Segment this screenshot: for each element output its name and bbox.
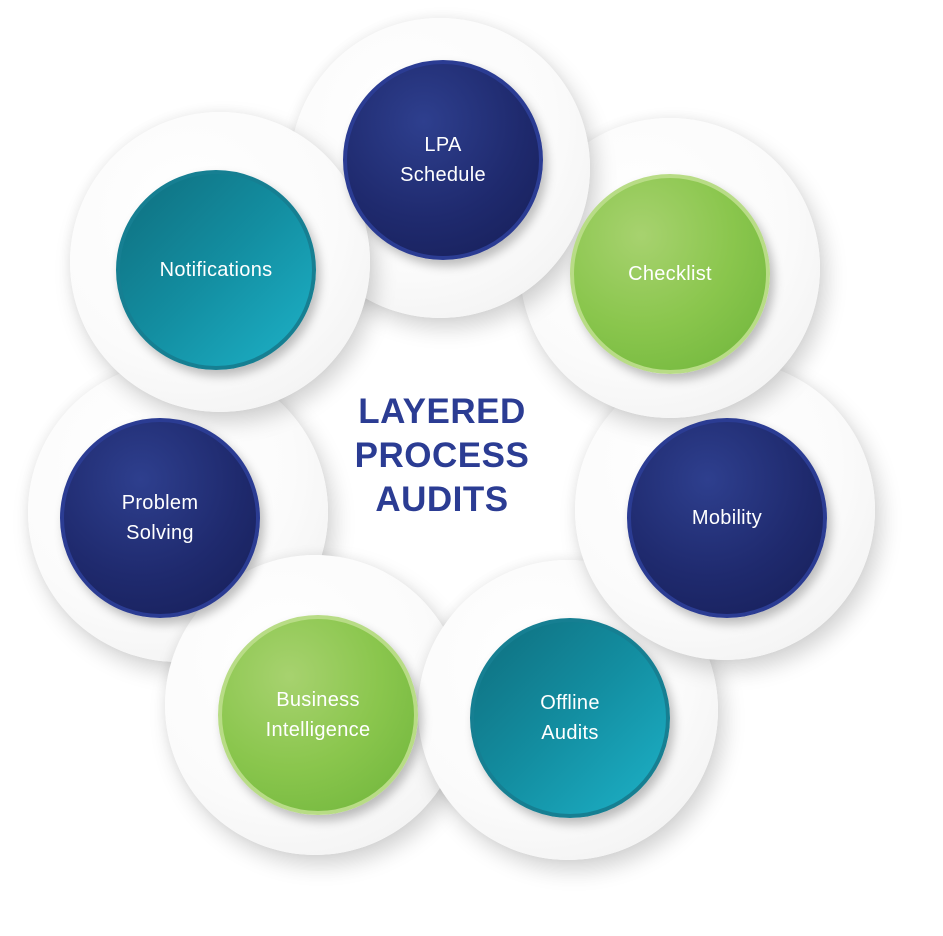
node-label: Business Intelligence — [265, 689, 371, 741]
node-label: Mobility — [691, 507, 763, 529]
center-title-line: PROCESS — [354, 436, 530, 475]
node-offline-audits: Offline Audits — [470, 618, 670, 818]
center-title-line: AUDITS — [375, 480, 509, 519]
center-title-line: LAYERED — [358, 392, 526, 431]
node-mobility: Mobility — [627, 418, 827, 618]
node-label: Notifications — [159, 259, 273, 281]
node-business-intelligence: Business Intelligence — [218, 615, 418, 815]
node-notifications: Notifications — [116, 170, 316, 370]
node-problem-solving: Problem Solving — [60, 418, 260, 618]
node-lpa-schedule: LPA Schedule — [343, 60, 543, 260]
center-title: LAYERED PROCESS AUDITS — [322, 390, 562, 522]
node-checklist: Checklist — [570, 174, 770, 374]
node-label: Offline Audits — [540, 692, 600, 744]
node-label: Problem Solving — [121, 492, 199, 544]
node-label: LPA Schedule — [400, 134, 486, 186]
node-label: Checklist — [628, 263, 712, 285]
